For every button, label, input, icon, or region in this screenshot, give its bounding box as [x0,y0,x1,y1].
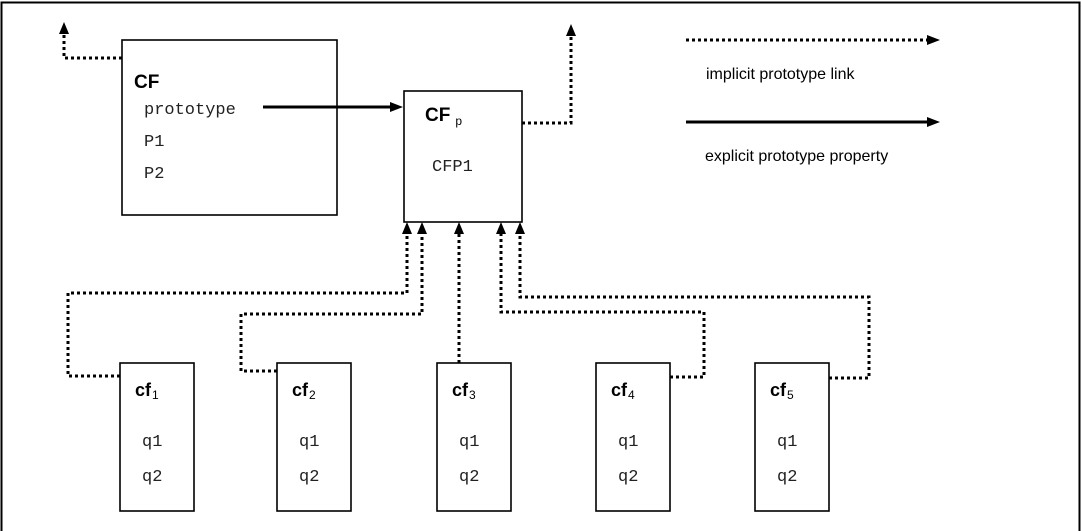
arrowhead-icon [566,24,576,36]
instance-title: cf [452,380,469,400]
instance-box-cf4: cf4 q1 q2 [595,362,671,512]
constructor-implicit-link [59,22,122,60]
explicit-prototype-arrow [263,102,403,112]
constructor-property: P1 [144,133,164,152]
instance-box-cf5: cf5 q1 q2 [754,362,830,512]
prototype-object-implicit-link [522,24,576,125]
instance-box-cf3: cf3 q1 q2 [436,362,512,512]
instance-subscript: 4 [628,388,635,402]
instance-subscript: 2 [309,388,316,402]
instance-subscript: 5 [787,388,794,402]
constructor-property: P2 [144,165,164,184]
svg-text:CFp: CF p [425,105,462,128]
prototype-object-title: CF [425,105,450,126]
instance-property: q1 [142,433,162,452]
legend-implicit-label: implicit prototype link [706,66,856,83]
instance-link-cf4 [499,234,706,379]
instance-property: q2 [459,468,479,487]
instance-box-cf1: cf1 q1 q2 [119,362,195,512]
prototype-object-box-border [403,90,523,223]
svg-text:cf4: cf4 [611,380,635,402]
arrowhead-icon [390,102,403,112]
instance-title: cf [135,380,152,400]
instance-title: cf [292,380,309,400]
svg-text:cf2: cf2 [292,380,316,402]
instance-property: q1 [777,433,797,452]
prototype-object-box: CF p CFP1 [403,90,523,223]
svg-text:cf1: cf1 [135,380,159,402]
svg-text:cf3: cf3 [452,380,476,402]
prototype-object-property: CFP1 [432,158,473,177]
instance-title: cf [611,380,628,400]
arrowhead-icon [927,117,940,127]
prototype-object-subscript: p [455,114,462,128]
arrowhead-icon [59,22,69,34]
instance-property: q2 [299,468,319,487]
instance-link-cf2 [239,234,424,373]
constructor-title: CF [134,72,159,93]
legend: implicit prototype link explicit prototy… [686,35,940,165]
arrowhead-icon [496,222,506,234]
instance-property: q2 [142,468,162,487]
instance-box-cf2: cf2 q1 q2 [276,362,352,512]
constructor-box: CF prototype P1 P2 [121,39,338,216]
arrowhead-icon [454,222,464,234]
instance-property: q1 [618,433,638,452]
instance-links [66,222,871,380]
constructor-property: prototype [144,101,236,120]
legend-explicit-label: explicit prototype property [705,148,888,165]
arrowhead-icon [515,222,525,234]
instance-subscript: 1 [152,388,159,402]
instance-property: q2 [777,468,797,487]
instance-property: q1 [459,433,479,452]
arrowhead-icon [927,35,940,45]
arrowhead-icon [402,222,412,234]
constructor-box-border [121,39,338,216]
instance-subscript: 3 [469,388,476,402]
instance-link-cf1 [66,234,409,378]
svg-text:cf5: cf5 [770,380,794,402]
arrowhead-icon [417,222,427,234]
instance-property: q1 [299,433,319,452]
instance-title: cf [770,380,787,400]
instance-property: q2 [618,468,638,487]
instance-link-cf5 [518,234,871,380]
